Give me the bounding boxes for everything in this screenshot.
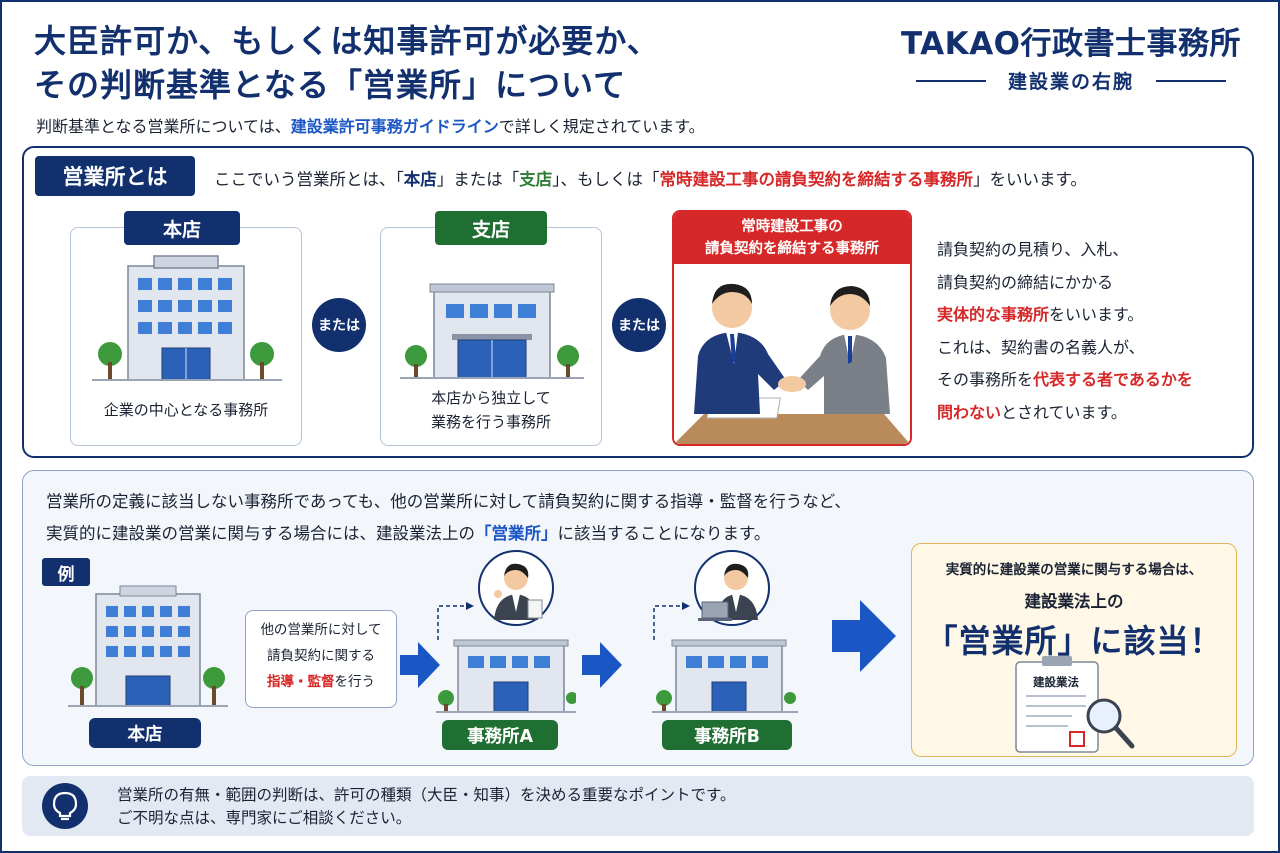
guidance-line3: 指導・監督を行う	[246, 669, 396, 695]
result-line2: 建設業法上の	[1024, 592, 1124, 611]
big-arrow-right-icon	[832, 600, 896, 672]
branch-office-building-icon	[400, 283, 584, 379]
definition-tag: 営業所とは	[35, 156, 195, 196]
arrow-right-icon	[582, 642, 622, 688]
office-a-illustration	[436, 550, 576, 713]
side-line1: 請負契約の見積り、入札、	[937, 240, 1129, 259]
subtitle-post: で詳しく規定されています。	[498, 117, 705, 136]
lightbulb-icon	[42, 783, 88, 829]
side-line6-post: とされています。	[1001, 402, 1127, 422]
side-line5-pre: その事務所を	[937, 370, 1034, 389]
side-explanation: 請負契約の見積り、入札、 請負契約の締結にかかる 実体的な事務所をいいます。 こ…	[937, 234, 1193, 429]
shiten-desc: 本店から独立して 業務を行う事務所	[380, 386, 602, 434]
contract-office-card: 常時建設工事の 請負契約を締結する事務所	[672, 210, 912, 446]
side-line3-red: 実体的な事務所	[937, 305, 1050, 324]
side-line6: 問わないとされています。	[937, 397, 1193, 430]
office-b-illustration	[652, 550, 798, 713]
def-text-a: ここでいう営業所とは、「	[214, 170, 404, 189]
subtitle: 判断基準となる営業所については、建設業許可事務ガイドラインで詳しく規定されていま…	[36, 113, 705, 137]
example-line1: 営業所の定義に該当しない事務所であっても、他の営業所に対して請負契約に関する指導…	[46, 492, 851, 511]
guidance-line1: 他の営業所に対して	[260, 622, 382, 638]
or-badge-2: または	[612, 298, 666, 352]
result-line1: 実質的に建設業の営業に関与する場合は、	[945, 562, 1203, 578]
head-office-building-icon	[92, 255, 282, 381]
clipboard-magnifier-icon	[1015, 656, 1135, 753]
page-title-line1: 大臣許可か、もしくは知事許可が必要か、	[34, 22, 660, 60]
side-line4: これは、契約書の名義人が、	[937, 337, 1145, 357]
def-text-d: 」をいいます。	[973, 170, 1087, 189]
guideline-link[interactable]: 建設業許可事務ガイドライン	[290, 117, 499, 136]
guidance-line3-red: 指導・監督	[267, 674, 335, 690]
brand-block: TAKAO行政書士事務所 建設業の右腕	[892, 18, 1250, 94]
subtitle-pre: 判断基準となる営業所については、	[36, 117, 291, 136]
divider	[1156, 79, 1226, 82]
arrow-right-icon	[400, 642, 440, 688]
example-explanation: 営業所の定義に該当しない事務所であっても、他の営業所に対して請負契約に関する指導…	[46, 486, 851, 550]
footer-line2: ご不明な点は、専門家にご相談ください。	[117, 809, 412, 827]
guidance-box: 他の営業所に対して 請負契約に関する 指導・監督を行う	[245, 610, 397, 708]
example-line2-pre: 実質的に建設業の営業に関与する場合には、建設業法上の	[46, 524, 475, 543]
side-line5: その事務所を代表する者であるかを	[937, 364, 1193, 397]
contract-office-label: 常時建設工事の 請負契約を締結する事務所	[674, 212, 910, 264]
footer-bar	[22, 776, 1254, 836]
divider	[915, 79, 986, 82]
page-title-line2: その判断基準となる「営業所」について	[34, 66, 627, 104]
contract-office-label-line1: 常時建設工事の	[741, 219, 843, 235]
side-line2: 請負契約の締結にかかる	[937, 272, 1114, 292]
clipboard-title: 建設業法	[1033, 675, 1079, 689]
def-text-b: 」または「	[436, 170, 520, 189]
guidance-line2: 請負契約に関する	[267, 648, 375, 664]
office-b-pill: 事務所B	[662, 720, 792, 750]
def-office: 常時建設工事の請負契約を締結する事務所	[659, 170, 974, 189]
guidance-line3-post: を行う	[334, 674, 376, 690]
brand-tagline-row: 建設業の右腕	[892, 67, 1250, 94]
office-a-pill: 事務所A	[442, 720, 558, 750]
def-text-c: 」、もしくは「	[552, 170, 660, 189]
def-shiten: 支店	[519, 170, 553, 189]
footer-line1: 営業所の有無・範囲の判断は、許可の種類（大臣・知事）を決める重要なポイントです。	[117, 786, 736, 804]
head-office-building-icon	[68, 585, 228, 707]
honten-desc: 企業の中心となる事務所	[103, 401, 269, 419]
side-line6-red: 問わない	[937, 402, 1002, 422]
example-honten-pill: 本店	[89, 718, 201, 748]
side-line3-post: をいいます。	[1049, 305, 1144, 324]
brand-name: TAKAO行政書士事務所	[900, 26, 1242, 62]
brand-tagline: 建設業の右腕	[1007, 71, 1134, 93]
side-line5-red: 代表する者であるかを	[1033, 370, 1193, 389]
shiten-desc-line2: 業務を行う事務所	[430, 413, 551, 431]
example-line2-link: 「営業所」	[475, 524, 558, 543]
handshake-icon	[674, 264, 910, 444]
footer-text: 営業所の有無・範囲の判断は、許可の種類（大臣・知事）を決める重要なポイントです。…	[117, 784, 735, 830]
definition-text: ここでいう営業所とは、「本店」または「支店」、もしくは「常時建設工事の請負契約を…	[214, 166, 1087, 190]
result-headline: 「営業所」に該当！	[925, 622, 1223, 660]
example-tag: 例	[42, 558, 90, 586]
honten-label: 本店	[124, 211, 240, 245]
shiten-label: 支店	[435, 211, 547, 245]
example-line2-post: に該当することになります。	[557, 524, 771, 543]
def-honten: 本店	[403, 170, 437, 189]
contract-office-label-line2: 請負契約を締結する事務所	[705, 241, 879, 257]
side-line3: 実体的な事務所をいいます。	[937, 299, 1193, 332]
example-line2: 実質的に建設業の営業に関与する場合には、建設業法上の「営業所」に該当することにな…	[46, 518, 851, 550]
or-badge-1: または	[312, 298, 366, 352]
shiten-desc-line1: 本店から独立して	[431, 389, 551, 407]
